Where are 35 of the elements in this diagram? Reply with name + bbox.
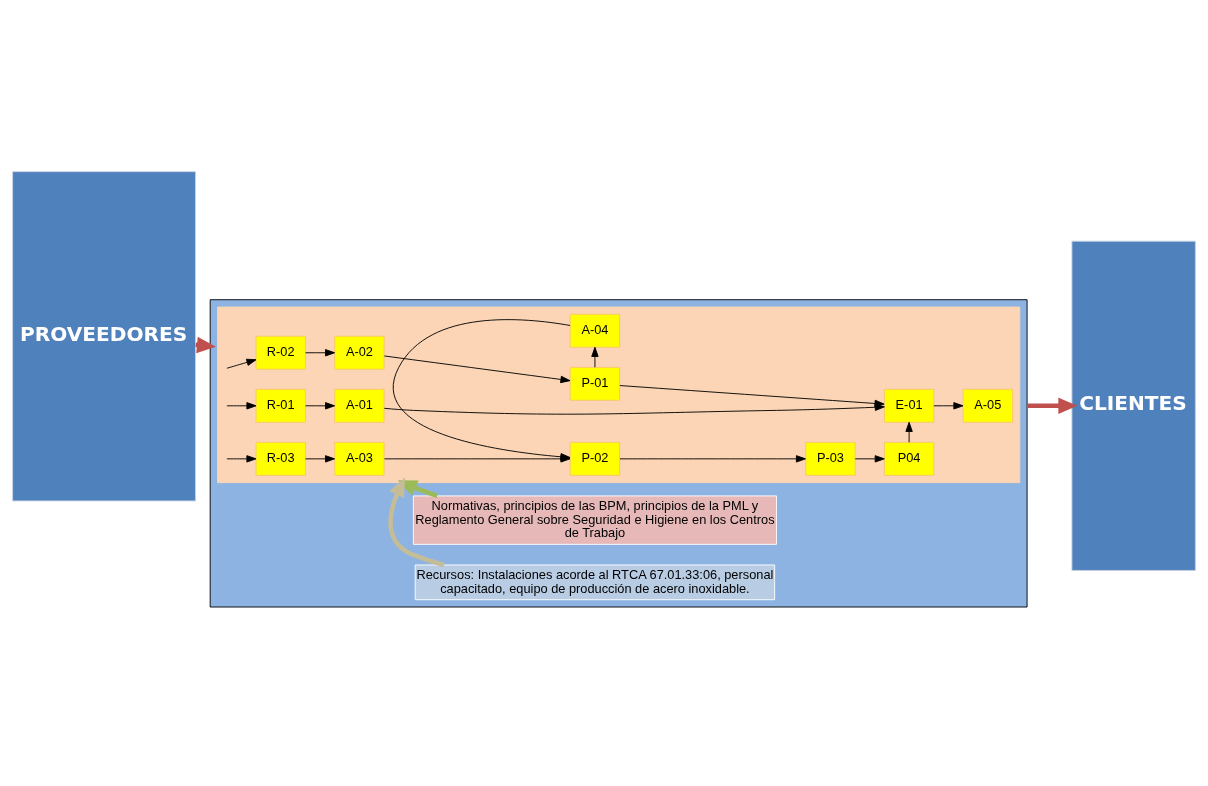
- node-box: Normativas, principios de las BPM, principios de la PML y Reglamento General sobre Seguridad e Higiene en los Centros de Trabajo: [412, 495, 777, 545]
- node-box: P04: [883, 441, 935, 476]
- arrow: [591, 346, 599, 368]
- node-box: A-02: [334, 335, 385, 370]
- arrow: [226, 358, 257, 369]
- arrow: [305, 402, 336, 410]
- arrow: [933, 402, 964, 410]
- node-box: E-01: [883, 388, 935, 423]
- arrow: [905, 421, 913, 443]
- node-box: Recursos: Instalaciones acorde al RTCA 67.01.33:06, personal capacitado, equipo de producción de acero inoxidable.: [414, 564, 776, 601]
- node-box: PROVEEDORES: [12, 171, 196, 502]
- node-box: R-02: [255, 335, 306, 370]
- arrow: [226, 455, 257, 463]
- node-box: A-04: [569, 313, 621, 348]
- node-box: R-03: [255, 441, 306, 476]
- node-box: A-03: [334, 441, 385, 476]
- node-box: P-03: [805, 441, 856, 476]
- arrow: [619, 385, 885, 408]
- node-box: P-02: [569, 441, 621, 476]
- arrow: [226, 402, 257, 410]
- arrow: [854, 455, 885, 463]
- node-box: A-01: [334, 388, 385, 423]
- node-box: P-01: [569, 366, 621, 401]
- arrow: [397, 480, 438, 498]
- arrow: [305, 349, 336, 357]
- arrow: [619, 455, 806, 463]
- arrow: [305, 455, 336, 463]
- arrow: [1027, 397, 1078, 415]
- node-box: A-05: [962, 388, 1013, 423]
- cluster: [217, 306, 1021, 484]
- arrow: [388, 477, 445, 568]
- node-box: CLIENTES: [1071, 240, 1196, 571]
- cluster: [209, 299, 1028, 608]
- node-box: R-01: [255, 388, 306, 423]
- arrow: [384, 355, 571, 384]
